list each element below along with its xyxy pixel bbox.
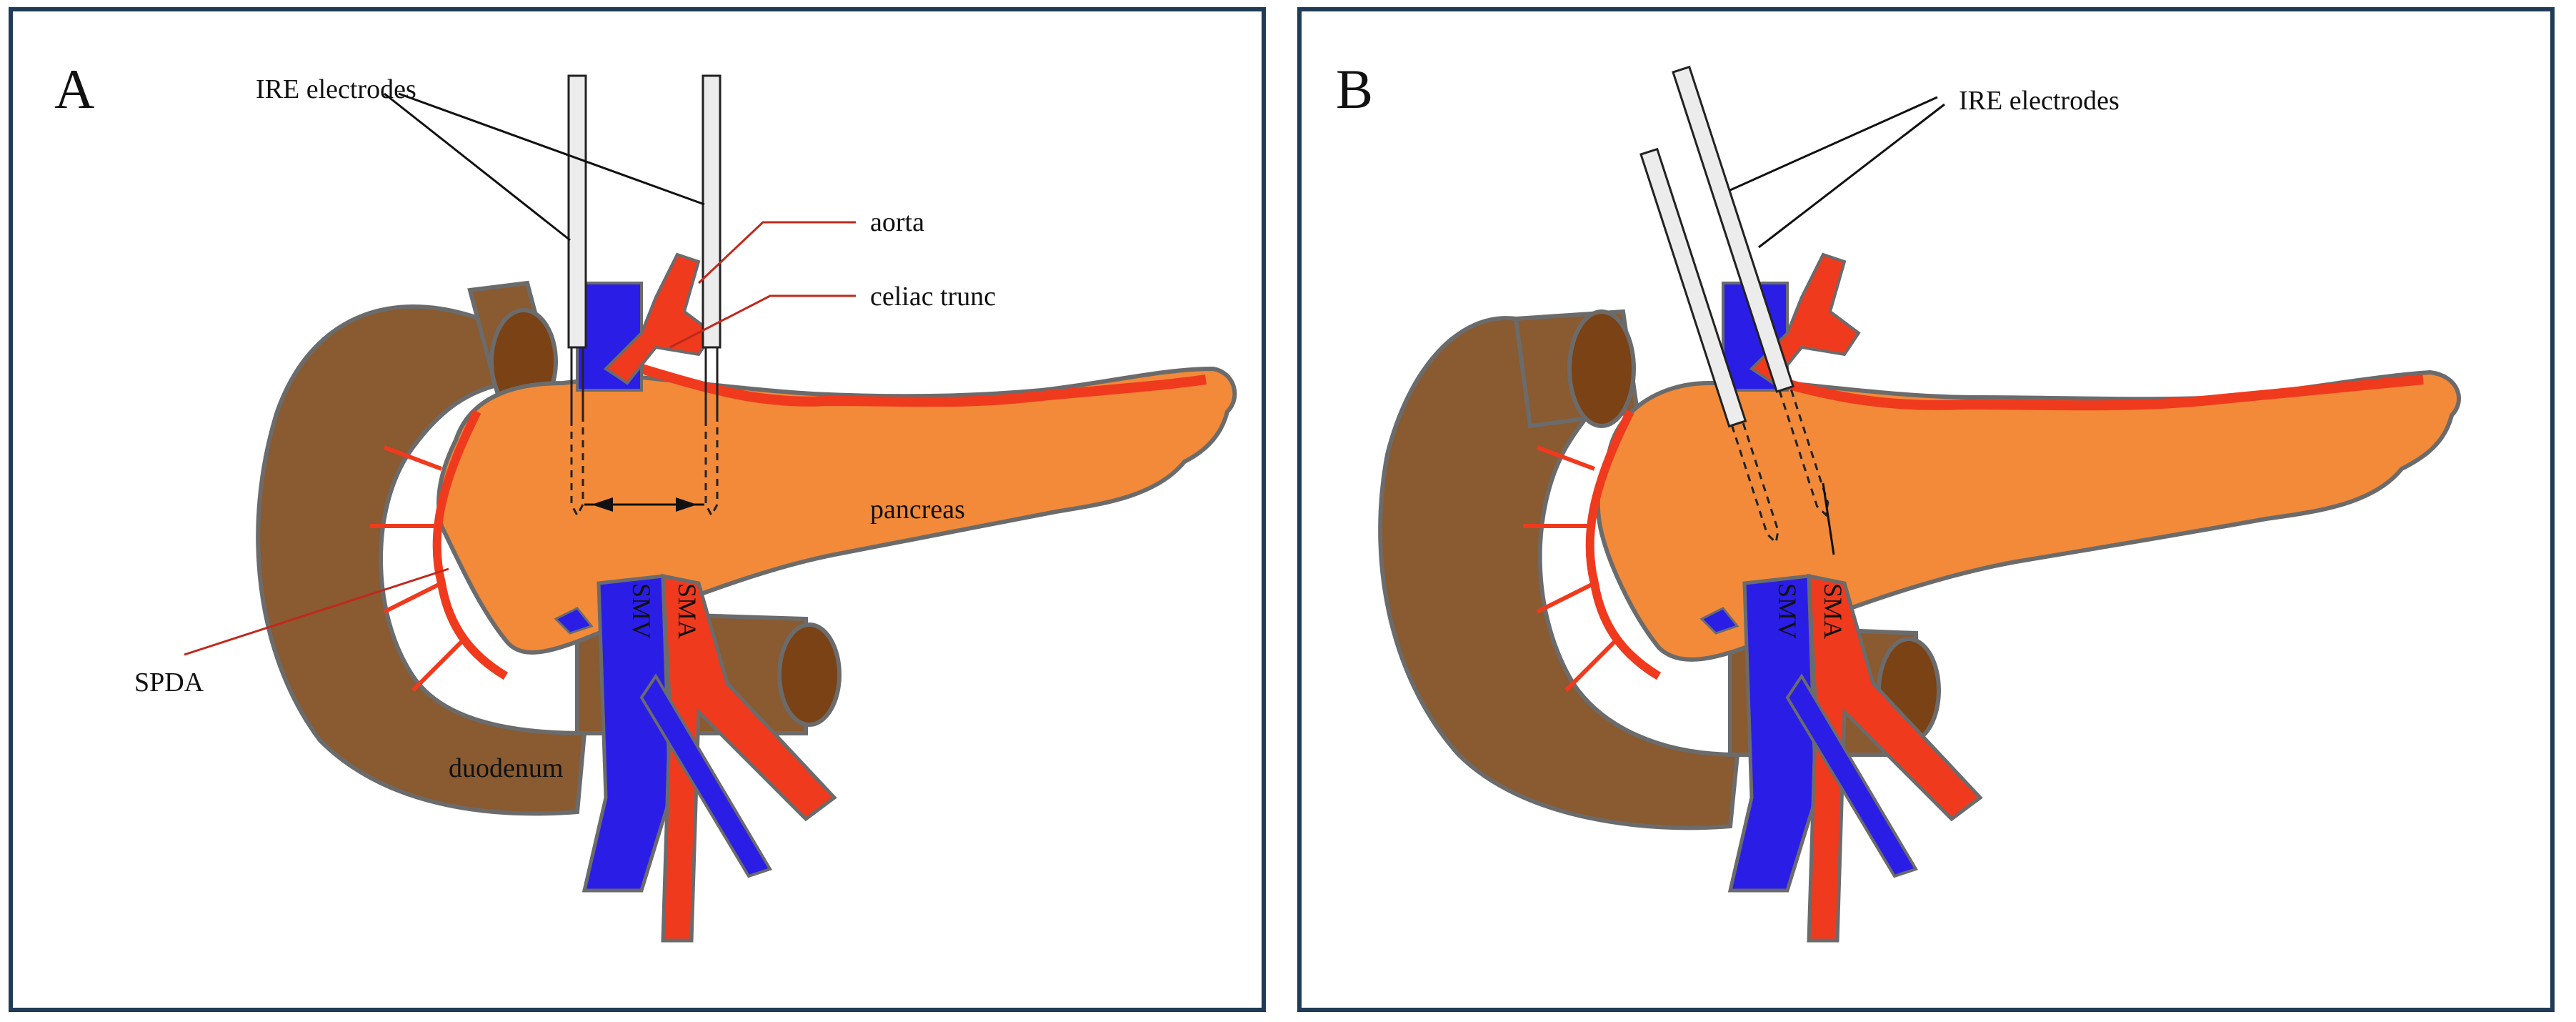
leader-spda (184, 567, 449, 656)
ablation-arrow (1822, 482, 1835, 555)
spda-branches (1523, 445, 1618, 693)
leader-electrodes-2 (1758, 103, 1945, 249)
electrode-2-tip (704, 419, 719, 518)
duodenum (1378, 316, 1740, 830)
electrode-2 (702, 74, 722, 349)
spda-artery (1585, 410, 1662, 680)
label-ire-electrodes: IRE electrodes (256, 74, 416, 104)
label-smv: SMV (1773, 583, 1802, 640)
electrode-1 (567, 74, 587, 349)
ablation-arrowhead-left (591, 497, 613, 512)
label-duodenum: duodenum (449, 753, 564, 783)
electrode-1-tip (570, 419, 584, 518)
label-pancreas: pancreas (870, 495, 965, 525)
panel-a: A IRE electrodes aorta celiac trunc panc… (9, 7, 1266, 1012)
sma-vessel (661, 573, 837, 943)
label-aorta: aorta (870, 207, 924, 237)
leader-electrodes-1 (1729, 96, 1938, 192)
panel-b: B IRE electrodes SMV SMA (1297, 7, 2555, 1012)
smv-branch (639, 673, 772, 878)
leader-electrodes-2 (398, 92, 705, 206)
ablation-arrowhead-right (676, 497, 697, 512)
splenic-artery (1757, 371, 2424, 411)
pancreas (436, 366, 1237, 655)
duodenum (256, 304, 587, 816)
label-spda: SPDA (134, 668, 204, 698)
spda-branch-1 (370, 445, 465, 693)
electrode-2 (1639, 147, 1747, 428)
splenic-artery (639, 364, 1207, 407)
panel-letter: A (54, 58, 95, 120)
sma-vessel (1807, 573, 1983, 943)
label-ire-electrodes: IRE electrodes (1959, 86, 2120, 116)
label-sma: SMA (673, 583, 702, 640)
duodenum-lumen-bottom (777, 622, 842, 727)
label-sma: SMA (1819, 583, 1847, 640)
smv-small-branch (1699, 607, 1739, 635)
electrode-1 (1672, 65, 1794, 393)
anatomy-diagram-a (184, 74, 1237, 943)
panel-letter: B (1336, 58, 1374, 120)
duodenum-lumen-top (1567, 309, 1636, 428)
label-celiac-trunc: celiac trunc (870, 282, 997, 312)
aorta-celiac (603, 252, 715, 385)
spda-artery (432, 410, 509, 680)
smv-small-branch (554, 607, 594, 635)
leader-aorta (697, 221, 856, 284)
electrode-1-tip (1778, 387, 1829, 517)
leader-celiac (669, 294, 856, 349)
label-smv: SMV (627, 583, 656, 640)
leader-electrodes-1 (384, 92, 571, 242)
anatomy-diagram-b (1378, 65, 2461, 943)
smv-branch (1785, 673, 1918, 878)
